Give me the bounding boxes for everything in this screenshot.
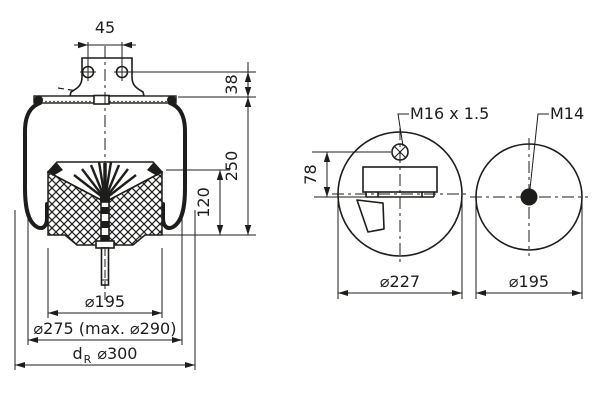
arrowhead [15, 362, 25, 368]
mounting-bracket [68, 57, 146, 97]
dim-rolling-value: ⌀300 [97, 344, 137, 363]
arrowhead [244, 72, 252, 82]
stud-flange [95, 240, 115, 249]
bolt-band [101, 235, 109, 242]
dim-piston-height: 120 [194, 187, 213, 218]
label-stud-thread: M14 [550, 104, 584, 123]
arrowhead [172, 337, 182, 343]
label-air-fitting-thread: M16 x 1.5 [410, 104, 489, 123]
bolt-band [101, 207, 109, 214]
fitting-cross [394, 146, 406, 158]
arrowhead [48, 310, 58, 316]
dim-rolling-diameter: dR ⌀300 [73, 344, 138, 366]
dim-bracket-hole-spacing: 45 [95, 18, 115, 37]
arrowhead [28, 337, 38, 343]
dim-design-height: 250 [222, 151, 241, 182]
bolt-nut [100, 192, 110, 202]
dim-rolling-sub: R [84, 353, 92, 366]
bracket-top-outline [362, 166, 438, 193]
arrowhead [216, 170, 224, 180]
bellows-tuck-left [48, 163, 63, 176]
plate-center-boss [93, 94, 110, 105]
arrowhead [338, 290, 348, 296]
bolt-band [101, 221, 109, 228]
stud-end [520, 188, 538, 206]
dim-rolling-prefix: d [73, 344, 83, 363]
arrowhead [323, 187, 331, 197]
arrowhead [244, 97, 252, 107]
air-fitting-symbol [391, 143, 409, 161]
front-view: 45 [14, 18, 256, 370]
arrowhead [244, 87, 252, 97]
arrowhead [78, 41, 88, 49]
arrowhead [476, 290, 486, 296]
dim-plate-diameter: ⌀227 [380, 272, 420, 291]
bellows-outline-left [23, 101, 49, 230]
bellows-outline-right [161, 101, 187, 230]
arrowhead [452, 290, 462, 296]
bellows-tuck-right [147, 163, 162, 176]
arrowhead [216, 225, 224, 235]
top-plate-view: 78 M16 x 1.5 ⌀227 [301, 104, 489, 299]
dim-top-plate-offset: 38 [222, 74, 241, 94]
dim-piston-diameter-bottom: ⌀195 [509, 272, 549, 291]
dim-piston-diameter: ⌀195 [85, 292, 125, 311]
leader-line-m14 [529, 113, 549, 190]
arrowhead [572, 290, 582, 296]
arrowhead [152, 310, 162, 316]
arrowhead [323, 152, 331, 162]
dim-fitting-offset: 78 [301, 164, 320, 184]
plate-cutout [356, 199, 385, 233]
arrowhead [122, 41, 132, 49]
leader-line-m16 [397, 113, 409, 147]
arrowhead [244, 225, 252, 235]
dim-bellows-diameter: ⌀275 (max. ⌀290) [34, 319, 177, 338]
piston-bottom-view: M14 ⌀195 [470, 104, 588, 299]
arrowhead [185, 362, 195, 368]
